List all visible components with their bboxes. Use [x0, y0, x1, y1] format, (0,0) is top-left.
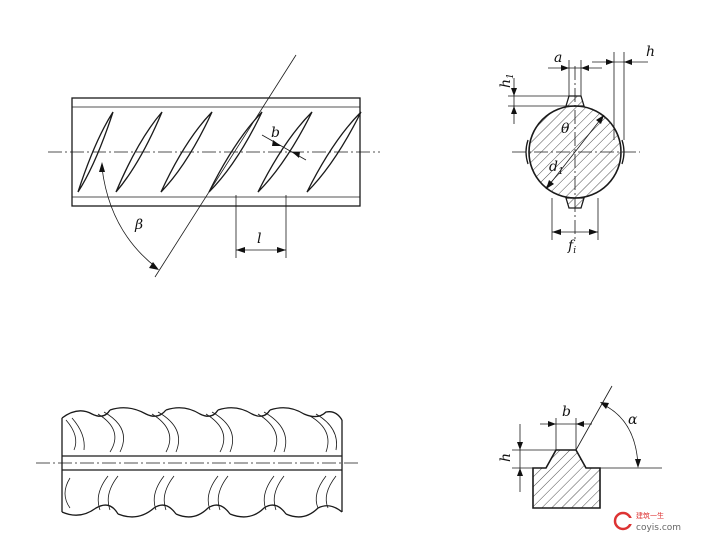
- rib-profile-section: [532, 449, 601, 509]
- arrowhead: [589, 229, 598, 235]
- arrowhead: [624, 59, 632, 65]
- rib-crest: [269, 407, 343, 421]
- watermark-site: coyis.com: [636, 523, 681, 533]
- arrowhead: [292, 152, 300, 158]
- rib: [306, 111, 362, 193]
- rib-crest: [61, 504, 119, 516]
- arrowhead: [576, 421, 584, 427]
- rib: [211, 411, 234, 453]
- rib: [163, 475, 175, 511]
- rib: [273, 475, 285, 511]
- a-label: a: [554, 50, 562, 66]
- b-dimension-line: [261, 134, 307, 161]
- l-label: l: [257, 231, 261, 247]
- arrowhead: [552, 229, 561, 235]
- rib-profile-view: h b α: [498, 385, 662, 509]
- rib: [263, 411, 287, 453]
- flank-extension-line: [575, 385, 613, 451]
- arrowhead: [517, 468, 523, 476]
- arrowhead: [236, 247, 245, 253]
- rib-crest: [285, 505, 343, 518]
- arrowhead: [149, 262, 159, 270]
- rib: [65, 419, 77, 451]
- rib: [107, 475, 119, 511]
- f1-label: fi: [567, 238, 576, 256]
- rib: [309, 415, 329, 453]
- arrowhead: [277, 247, 286, 253]
- rib: [205, 413, 225, 453]
- arrowhead: [635, 459, 641, 468]
- transverse-rib-left: [525, 139, 529, 165]
- rib: [157, 411, 180, 453]
- crescent-rib-rebar-view: [36, 407, 358, 518]
- h1-label: h1: [498, 73, 516, 88]
- rib-crest: [109, 407, 167, 417]
- rebar-elevation-view: β l b: [48, 54, 380, 278]
- h-label-top: h: [646, 44, 655, 60]
- beta-arc: [101, 167, 158, 269]
- rib: [315, 475, 327, 509]
- rib: [103, 411, 124, 453]
- rib: [207, 475, 219, 511]
- inclined-ribs: [77, 111, 362, 193]
- rib: [77, 111, 114, 193]
- rib-crest: [175, 504, 231, 518]
- arrowhead: [511, 88, 517, 96]
- d1-dimension-line: [545, 114, 605, 190]
- rib: [160, 111, 213, 193]
- alpha-label: α: [628, 412, 638, 428]
- arrowhead: [272, 140, 281, 146]
- b-label-bottom: b: [562, 404, 571, 420]
- b-label-top: b: [271, 125, 280, 141]
- arrowhead: [606, 59, 614, 65]
- watermark: 建筑一生 coyis.com: [613, 511, 681, 533]
- rib: [257, 111, 313, 193]
- rib: [325, 475, 337, 509]
- crescent-ribs-bottom: [61, 475, 343, 518]
- arrowhead: [596, 115, 604, 124]
- beta-label: β: [134, 217, 143, 233]
- c-logo-gap: [624, 518, 633, 524]
- rib: [315, 413, 337, 451]
- arrowhead: [561, 65, 569, 71]
- crescent-ribs-top: [61, 407, 343, 453]
- rib: [115, 111, 163, 193]
- rib: [151, 413, 171, 453]
- theta-label: θ: [561, 121, 570, 137]
- rib: [208, 111, 263, 193]
- rib: [257, 413, 278, 453]
- d1-label: d1: [549, 159, 564, 177]
- rib: [153, 475, 165, 511]
- arrowhead: [546, 180, 554, 189]
- arrowhead: [548, 421, 556, 427]
- watermark-brand: 建筑一生: [636, 511, 664, 520]
- cross-section-view: d1 θ a h h1 fi: [498, 44, 655, 256]
- rib: [71, 417, 85, 451]
- alpha-arc: [601, 403, 639, 467]
- rib-direction-line: [154, 54, 297, 278]
- rib: [97, 413, 116, 453]
- arrowhead: [581, 65, 589, 71]
- rib: [217, 475, 229, 511]
- arrowhead: [99, 162, 105, 172]
- rib-crest: [117, 504, 177, 518]
- arrowhead: [600, 402, 609, 409]
- arrowhead: [511, 106, 517, 114]
- rib: [64, 477, 71, 509]
- rib-crest: [217, 407, 271, 417]
- h-label-bottom: h: [498, 453, 514, 462]
- rib-crest: [61, 409, 111, 419]
- rib-crest: [229, 504, 287, 518]
- rib-crest: [165, 407, 219, 417]
- rib: [263, 475, 275, 511]
- rib: [97, 475, 109, 511]
- arrowhead: [517, 442, 523, 450]
